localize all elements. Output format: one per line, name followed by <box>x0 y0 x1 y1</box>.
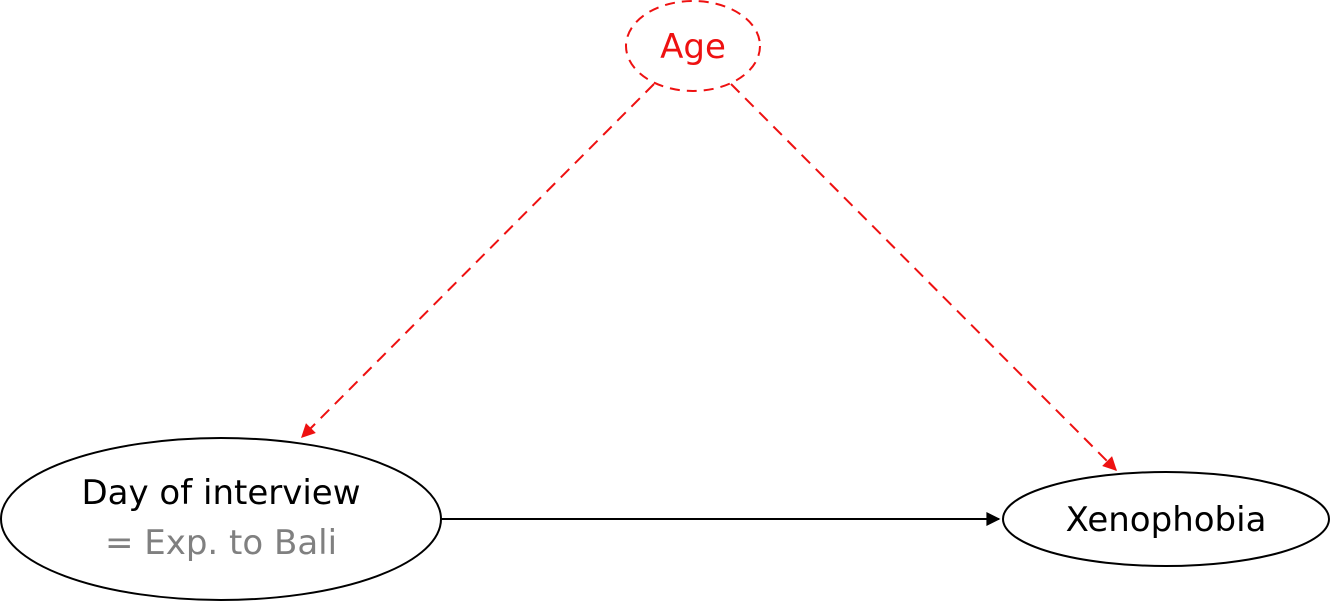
edge-age-to-treatment <box>301 83 655 438</box>
node-treatment-shape <box>0 437 442 601</box>
node-age: Age <box>625 0 761 92</box>
node-outcome-shape <box>1002 471 1330 567</box>
node-age-label: Age <box>660 27 726 67</box>
node-outcome-label: Xenophobia <box>1066 500 1267 540</box>
node-treatment-label: Day of interview <box>81 473 360 513</box>
node-treatment: Day of interview = Exp. to Bali <box>0 437 442 601</box>
node-age-shape <box>625 0 761 92</box>
node-outcome: Xenophobia <box>1002 471 1330 567</box>
node-treatment-sublabel: = Exp. to Bali <box>105 523 337 563</box>
edge-age-to-outcome <box>730 83 1117 471</box>
